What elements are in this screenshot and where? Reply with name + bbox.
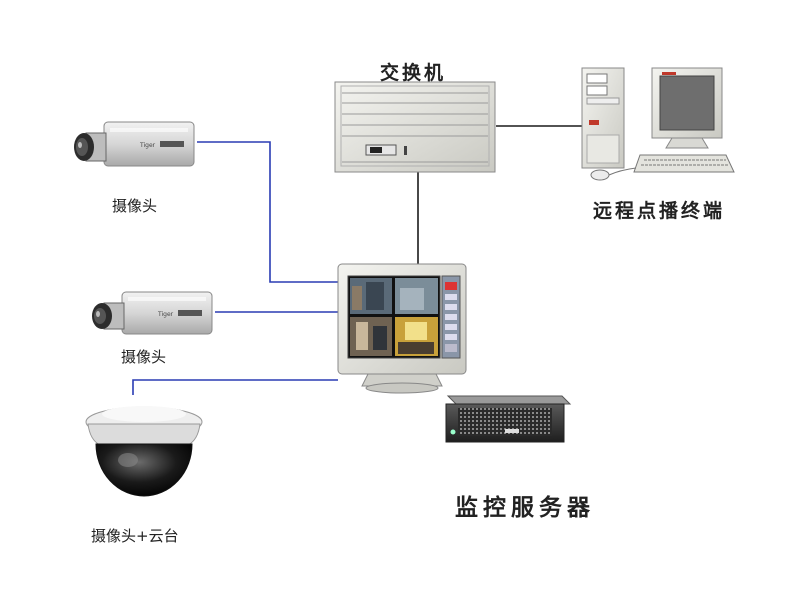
monitor-server-device	[445, 395, 572, 443]
dome-camera-device	[85, 406, 203, 497]
camera-2-label: 摄像头	[121, 348, 167, 366]
switch-device	[334, 81, 496, 173]
switch-label: 交换机	[380, 62, 447, 84]
monitor-device	[337, 263, 467, 394]
svg-text:Tiger: Tiger	[157, 311, 174, 318]
dome-camera-label: 摄像头+云台	[91, 527, 179, 545]
connections	[132, 125, 582, 395]
remote-terminal-device	[581, 67, 735, 181]
link-camera1-to-monitor	[197, 141, 338, 283]
svg-text:Tiger: Tiger	[139, 142, 156, 149]
remote-terminal-label: 远程点播终端	[593, 200, 726, 222]
camera-1-device: Tiger	[74, 121, 195, 167]
link-dome-to-monitor	[132, 379, 338, 395]
monitor-server-label: 监控服务器	[455, 494, 595, 521]
camera-1-label: 摄像头	[112, 197, 158, 215]
camera-2-device: Tiger	[92, 291, 213, 335]
